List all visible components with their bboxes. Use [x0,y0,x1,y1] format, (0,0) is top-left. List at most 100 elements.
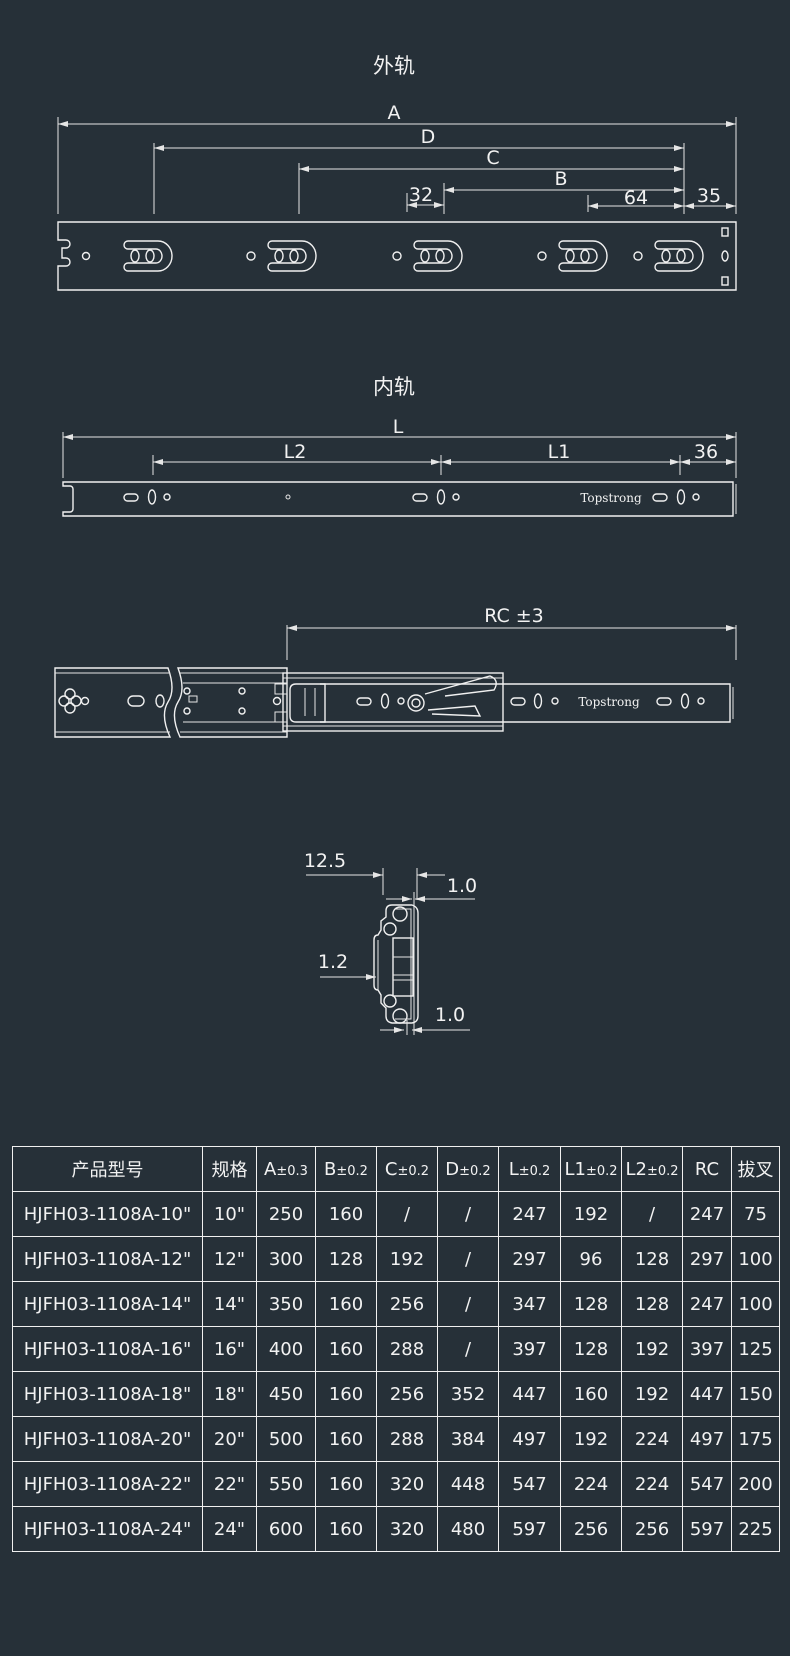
table-cell: 16" [202,1326,257,1372]
model-cell: HJFH03-1108A-16" [12,1326,203,1372]
table-cell: 288 [376,1416,438,1462]
table-cell: 347 [498,1281,561,1327]
table-cell: 160 [560,1371,622,1417]
model-cell: HJFH03-1108A-18" [12,1371,203,1417]
table-cell: 192 [621,1371,683,1417]
column-header-tolerance: ±0.2 [336,1163,368,1179]
table-cell: 256 [376,1371,438,1417]
dim-d-label: D [421,126,436,148]
table-cell: 480 [437,1506,499,1552]
column-header: L±0.2 [498,1146,561,1192]
table-cell: 224 [621,1416,683,1462]
table-cell: 256 [621,1506,683,1552]
model-cell: HJFH03-1108A-14" [12,1281,203,1327]
column-header-label: C [384,1158,398,1180]
table-cell: 497 [498,1416,561,1462]
cross-section-drawing: 12.5 1.0 1.2 1.0 [304,850,477,1035]
column-header-label: B [324,1158,337,1180]
column-header-tolerance: ±0.2 [585,1163,618,1179]
outer-rail-drawing: 外轨 A D C B 32 64 35 [57,54,737,291]
table-cell: 100 [731,1236,780,1282]
column-header-label: 产品型号 [71,1160,144,1181]
column-header: A±0.3 [256,1146,316,1192]
dim-b-label: B [554,168,567,190]
table-cell: 160 [315,1371,377,1417]
dim-a-label: A [388,102,401,124]
table-cell: 100 [731,1281,780,1327]
table-cell: 447 [682,1371,732,1417]
dim-c-label: C [486,147,499,169]
column-header-label: L2 [625,1158,647,1180]
table-cell: 297 [498,1236,561,1282]
inner-rail-drawing: 内轨 L L2 L1 36 Topstrong [62,375,737,517]
table-cell: 12" [202,1236,257,1282]
table-cell: 288 [376,1326,438,1372]
dim-width-label: 12.5 [304,850,346,872]
table-cell: 247 [682,1191,732,1237]
table-cell: / [437,1236,499,1282]
column-header-tolerance: ±0.3 [276,1163,308,1179]
table-cell: 547 [498,1461,561,1507]
column-header: 产品型号 [12,1146,203,1192]
dim-64-label: 64 [624,187,648,209]
table-cell: 128 [560,1281,622,1327]
table-cell: 320 [376,1461,438,1507]
table-cell: 192 [560,1416,622,1462]
table-cell: 300 [256,1236,316,1282]
column-header-tolerance: ±0.2 [459,1163,491,1179]
column-header-label: A [264,1158,277,1180]
table-cell: 400 [256,1326,316,1372]
table-cell: 297 [682,1236,732,1282]
table-cell: / [376,1191,438,1237]
table-cell: 14" [202,1281,257,1327]
table-cell: 500 [256,1416,316,1462]
table-cell: 192 [621,1326,683,1372]
table-cell: 75 [731,1191,780,1237]
column-header: D±0.2 [437,1146,499,1192]
table-cell: 200 [731,1461,780,1507]
dim-35-label: 35 [697,185,721,207]
table-cell: 397 [498,1326,561,1372]
table-cell: 192 [560,1191,622,1237]
table-cell: / [437,1326,499,1372]
table-cell: 128 [621,1236,683,1282]
table-cell: 547 [682,1461,732,1507]
table-cell: 160 [315,1416,377,1462]
column-header: C±0.2 [376,1146,438,1192]
table-cell: 597 [682,1506,732,1552]
table-cell: 224 [560,1461,622,1507]
column-header-label: D [445,1158,460,1180]
table-cell: 160 [315,1506,377,1552]
table-cell: 128 [315,1236,377,1282]
table-cell: 160 [315,1461,377,1507]
model-cell: HJFH03-1108A-22" [12,1461,203,1507]
drawings: 外轨 A D C B 32 64 35 [54,54,737,1035]
table-cell: 384 [437,1416,499,1462]
column-header-label: 规格 [211,1160,248,1181]
table-cell: 256 [560,1506,622,1552]
inner-rail-body [62,481,734,517]
inner-rail-brand: Topstrong [580,491,642,505]
table-cell: 497 [682,1416,732,1462]
table-cell: 597 [498,1506,561,1552]
table-cell: 250 [256,1191,316,1237]
table-cell: 18" [202,1371,257,1417]
assembly-drawing: RC ±3 [54,605,737,738]
table-cell: 550 [256,1461,316,1507]
table-cell: 225 [731,1506,780,1552]
table-cell: / [437,1281,499,1327]
outer-rail-body [57,221,737,291]
table-cell: / [621,1191,683,1237]
dim-top-label: 1.0 [447,875,477,897]
dim-rc-label: RC ±3 [484,605,544,627]
table-cell: 397 [682,1326,732,1372]
